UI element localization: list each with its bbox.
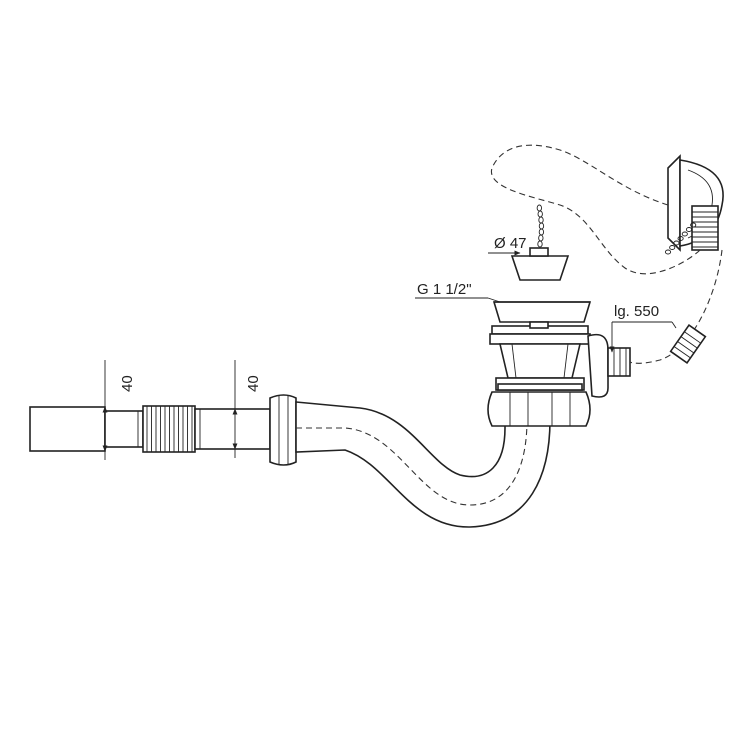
rubber-plug xyxy=(510,247,570,281)
dimension-plug-diameter: Ø 47 xyxy=(488,235,527,256)
bent-pipe xyxy=(295,401,551,528)
pipe-nut-left xyxy=(269,394,297,466)
dimension-height-right: 40 xyxy=(232,360,262,458)
dimension-chain-length-label: lg. 550 xyxy=(614,303,659,320)
dimension-height-right-label: 40 xyxy=(245,375,262,392)
plug-chain xyxy=(536,204,545,248)
pipe-coupling xyxy=(104,410,144,448)
dimension-thread-label: G 1 1/2" xyxy=(417,281,472,298)
smooth-pipe-section xyxy=(194,408,271,450)
overflow-hose-fitting xyxy=(669,324,707,364)
outlet-pipe-end xyxy=(29,406,106,452)
strainer-grate xyxy=(492,301,592,329)
corrugated-hose xyxy=(142,405,196,453)
overflow-chain xyxy=(664,222,697,255)
drain-body xyxy=(489,325,591,391)
dimension-chain-length: lg. 550 xyxy=(609,303,677,353)
dimension-thread: G 1 1/2" xyxy=(415,281,501,303)
dimension-height-left: 40 xyxy=(102,360,136,460)
dimension-height-left-label: 40 xyxy=(119,375,136,392)
dimension-plug-diameter-label: Ø 47 xyxy=(494,235,527,252)
overflow-hose xyxy=(491,144,723,364)
overflow-connector xyxy=(587,333,631,398)
overflow-cover xyxy=(667,154,724,252)
drain-nut xyxy=(487,391,591,427)
